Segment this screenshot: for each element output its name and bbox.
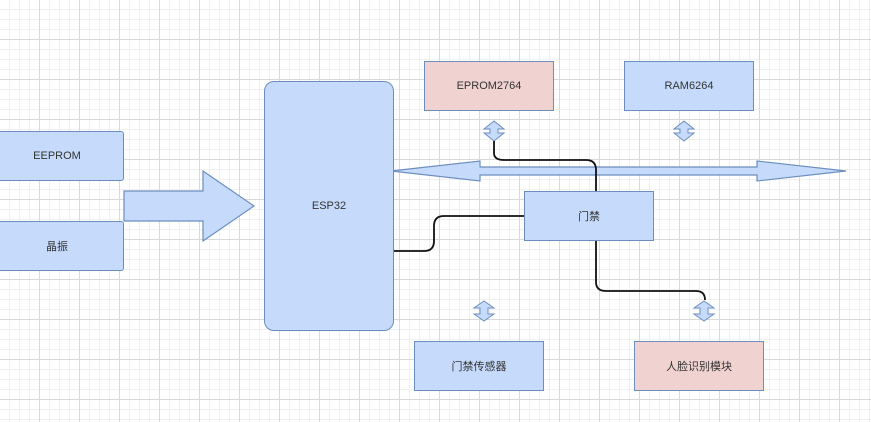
- door-sensor-box: 门禁传感器: [414, 341, 544, 391]
- ram-label: RAM6264: [664, 80, 714, 92]
- eprom-box: EPROM2764: [424, 61, 554, 111]
- esp32-door-wire: [394, 215, 524, 252]
- ram-box: RAM6264: [624, 61, 754, 111]
- sensor-link-arrow: [472, 300, 496, 322]
- face-recognition-label: 人脸识别模块: [666, 361, 732, 373]
- crystal-box: 晶振: [0, 221, 124, 271]
- eeprom-box: EEPROM: [0, 131, 124, 181]
- door-box: 门禁: [524, 191, 654, 241]
- eprom-link-arrow: [482, 120, 506, 142]
- esp32-label: ESP32: [311, 200, 347, 212]
- input-arrow: [123, 169, 256, 243]
- crystal-label: 晶振: [46, 241, 68, 253]
- eeprom-label: EEPROM: [33, 150, 81, 162]
- face-recognition-box: 人脸识别模块: [634, 341, 764, 391]
- face-link-arrow: [692, 300, 716, 322]
- door-label: 门禁: [578, 211, 600, 223]
- door-sensor-label: 门禁传感器: [451, 361, 507, 373]
- esp32-box: ESP32: [264, 81, 394, 331]
- ram-link-arrow: [672, 120, 696, 142]
- bus-arrow: [390, 160, 847, 182]
- eprom-face-wire: [493, 141, 706, 301]
- eprom-label: EPROM2764: [456, 80, 522, 92]
